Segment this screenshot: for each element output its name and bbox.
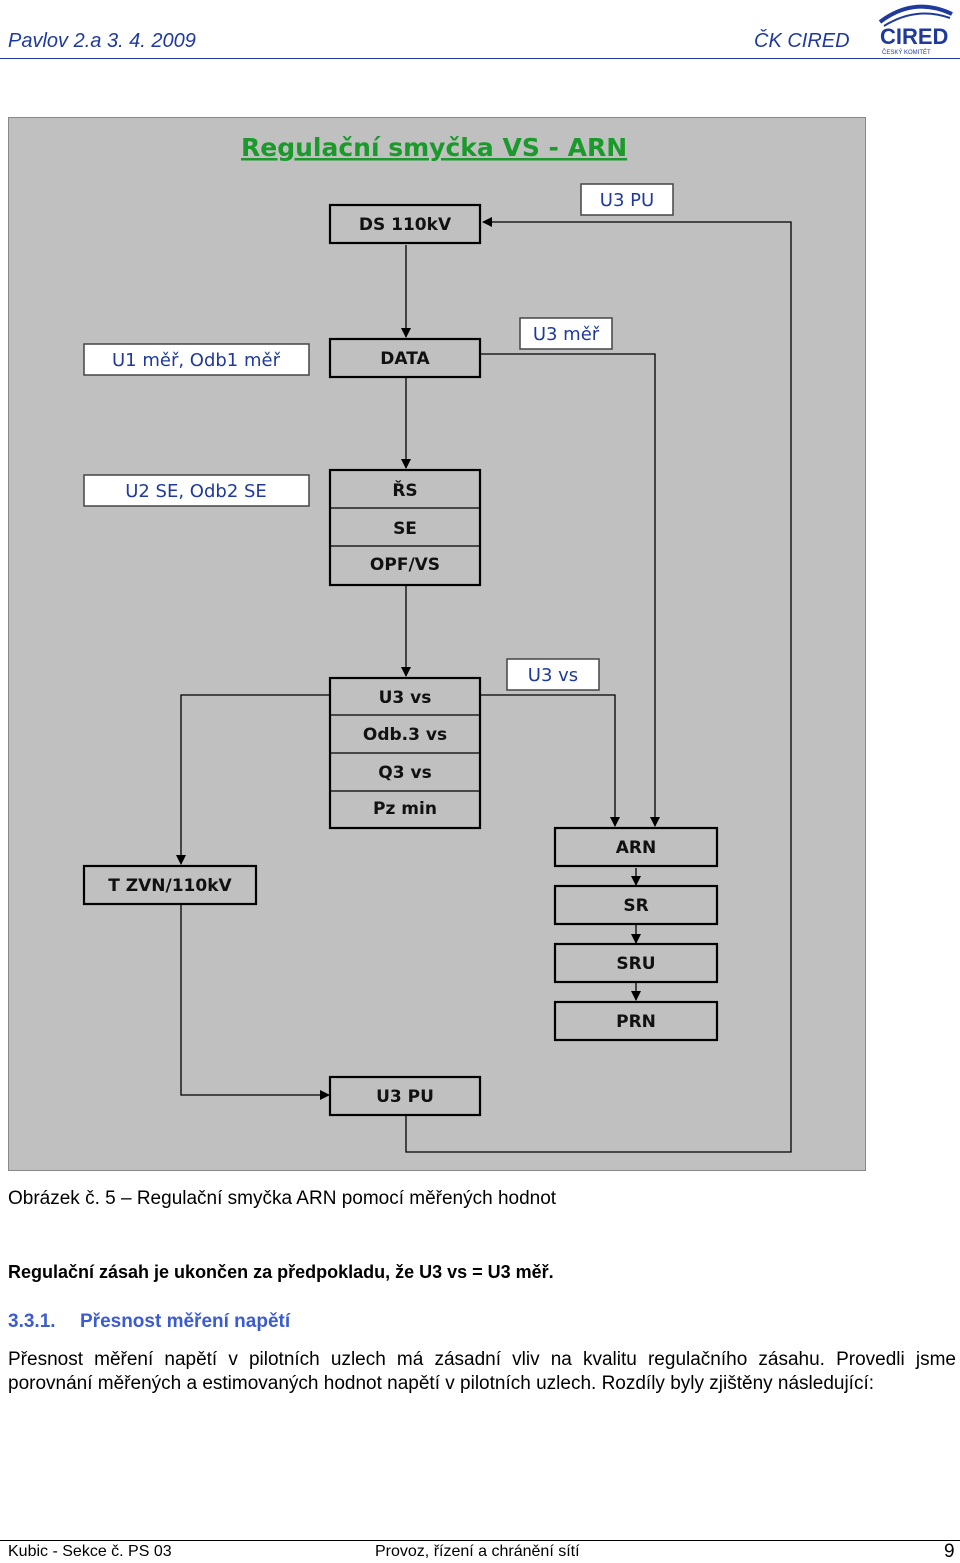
footer-middle: Provoz, řízení a chránění sítí (375, 1543, 580, 1560)
box-sr-label: SR (623, 896, 648, 916)
arrow-to-tzvn (176, 694, 329, 865)
box-tzvn-label: T ZVN/110kV (108, 876, 232, 896)
box-q3vs-label: Q3 vs (378, 763, 431, 783)
label-u3pu: U3 PU (600, 190, 654, 211)
page-number: 9 (944, 1541, 955, 1562)
box-data (328, 337, 482, 379)
box-sru-label: SRU (616, 954, 655, 974)
footer-divider (0, 1540, 960, 1541)
regulation-loop-diagram: Regulační smyčka VS - ARN (8, 117, 866, 1171)
section-number: 3.3.1. (8, 1311, 56, 1332)
box-u3pu-bottom-label: U3 PU (376, 1087, 434, 1107)
arrow-feedback-loop (405, 217, 792, 1153)
arrow-u3vs-to-arn (481, 694, 620, 827)
box-odb3vs-label: Odb.3 vs (363, 725, 447, 745)
box-pzmin-label: Pz min (373, 799, 437, 819)
label-u1: U1 měř, Odb1 měř (112, 350, 281, 371)
header-right: ČK CIRED (754, 30, 850, 52)
box-rs-label: ŘS (392, 479, 417, 501)
figure-caption: Obrázek č. 5 – Regulační smyčka ARN pomo… (8, 1188, 557, 1209)
label-box-u1 (83, 343, 310, 376)
conclusion-text: Regulační zásah je ukončen za předpoklad… (8, 1262, 554, 1282)
box-opf-label: OPF/VS (370, 555, 440, 575)
footer-left: Kubic - Sekce č. PS 03 (8, 1543, 172, 1560)
box-ds110 (328, 203, 482, 245)
label-u2: U2 SE, Odb2 SE (125, 481, 267, 502)
section-title: Přesnost měření napětí (80, 1311, 291, 1332)
box-tzvn (82, 864, 258, 906)
box-ds110-label: DS 110kV (359, 215, 452, 235)
box-prn-label: PRN (616, 1012, 656, 1032)
section-heading: 3.3.1. Přesnost měření napětí (8, 1311, 290, 1333)
label-box-u2 (83, 474, 310, 507)
label-box-u3pu (580, 183, 674, 216)
box-se-label: SE (393, 519, 417, 539)
label-box-u3vs (506, 658, 600, 691)
box-prn (553, 1000, 719, 1042)
box-sru (553, 942, 719, 984)
box-sr (553, 884, 719, 926)
body-paragraph: Přesnost měření napětí v pilotních uzlec… (8, 1349, 956, 1394)
diagram-title: Regulační smyčka VS - ARN (241, 133, 627, 162)
box-rs-se-opf (328, 468, 482, 587)
box-u3pu-bottom (328, 1075, 482, 1117)
header-left: Pavlov 2.a 3. 4. 2009 (8, 30, 196, 52)
arrow-tzvn-to-u3pu (180, 905, 330, 1100)
box-u3vs-label: U3 vs (379, 688, 432, 708)
logo-text: CIRED (880, 24, 948, 49)
label-box-u3mer (519, 317, 613, 350)
arrow-data-to-arn (481, 353, 660, 827)
cired-logo: CIRED ČESKÝ KOMITÉT (878, 4, 953, 56)
label-u3vs: U3 vs (528, 665, 578, 686)
label-u3mer: U3 měř (533, 324, 600, 345)
box-data-label: DATA (380, 349, 430, 369)
header-divider (0, 58, 960, 59)
box-arn (553, 826, 719, 868)
box-arn-label: ARN (616, 838, 656, 858)
logo-subtext: ČESKÝ KOMITÉT (882, 49, 931, 56)
